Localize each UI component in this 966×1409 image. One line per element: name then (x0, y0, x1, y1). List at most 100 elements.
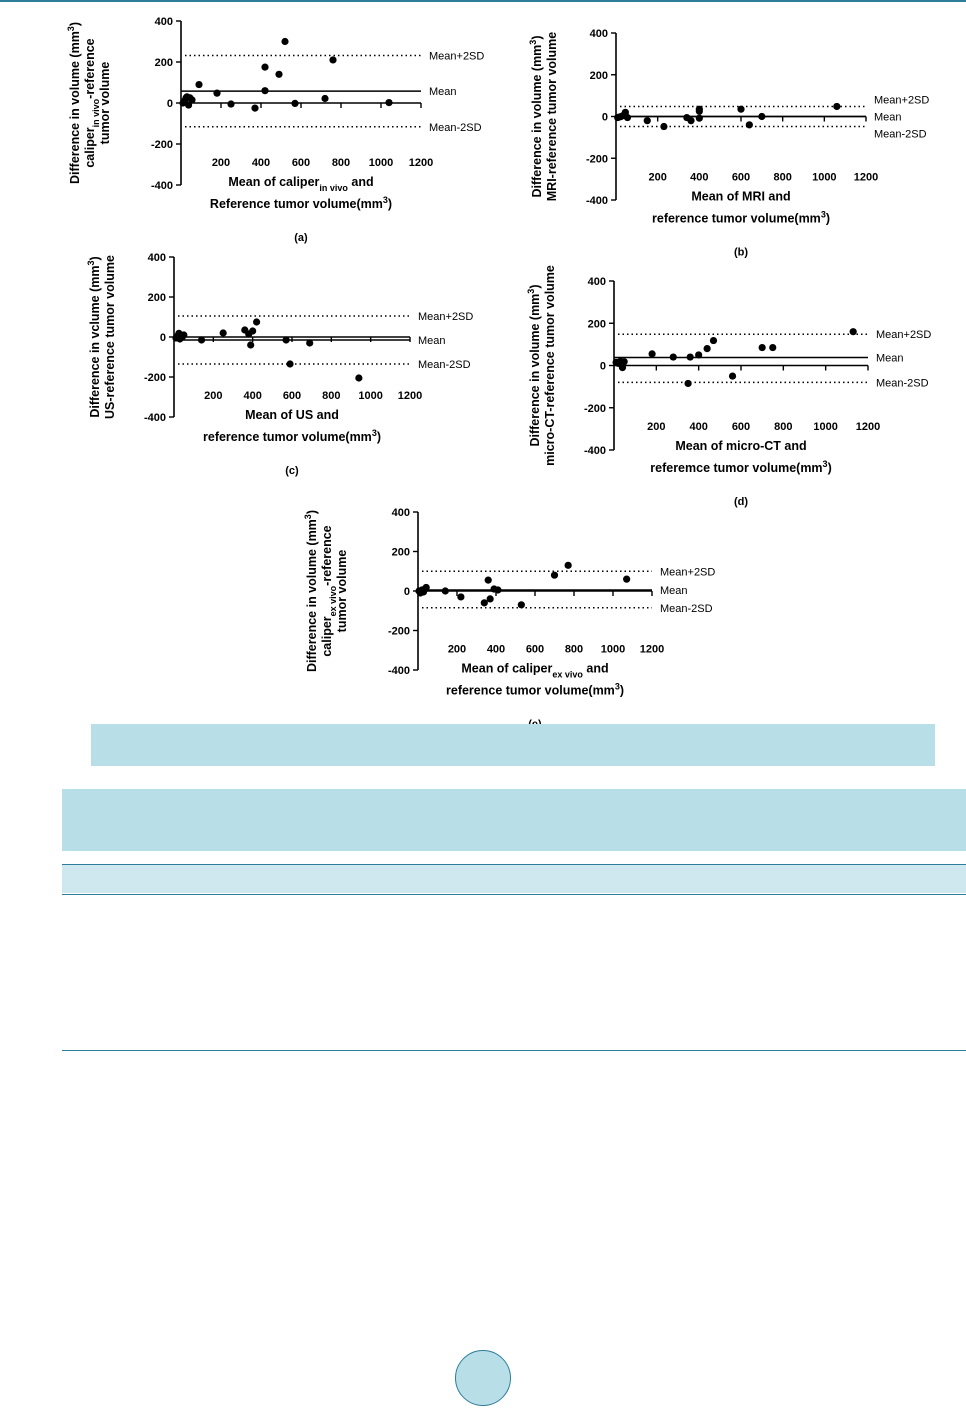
y-tick-label: 0 (602, 112, 608, 124)
y-axis-title: micro-CT-reference tumor volume (543, 265, 557, 466)
data-point (737, 105, 745, 113)
upper-limit-label: Mean+2SD (876, 329, 931, 341)
data-point (253, 318, 261, 326)
table-bottom-rule (62, 1050, 966, 1051)
upper-limit-label: Mean+2SD (660, 566, 715, 578)
x-tick-label: 1200 (856, 421, 880, 433)
table-header-rule (62, 894, 966, 895)
data-point (623, 575, 631, 583)
y-tick-label: -200 (388, 626, 410, 638)
data-point (247, 341, 255, 349)
data-point (441, 587, 449, 595)
data-point (185, 101, 193, 109)
data-point (261, 87, 269, 95)
y-tick-label: 0 (404, 586, 410, 598)
data-point (709, 336, 718, 345)
panel-label: (a) (294, 232, 308, 244)
data-point (195, 80, 203, 89)
data-point (321, 94, 329, 103)
mean-label: Mean (429, 86, 457, 98)
y-tick-label: 0 (160, 332, 166, 344)
x-tick-label: 1000 (601, 644, 625, 656)
y-tick-label: -200 (586, 153, 608, 165)
x-tick-label: 400 (689, 421, 707, 433)
data-point (197, 336, 206, 344)
y-axis-title: US-reference tumor volume (103, 255, 117, 419)
data-point (219, 329, 227, 337)
x-tick-label: 200 (448, 644, 466, 656)
x-tick-label: 600 (732, 171, 750, 183)
x-tick-label: 400 (252, 157, 270, 169)
x-tick-label: 600 (732, 421, 750, 433)
panel-label: (d) (734, 496, 748, 508)
y-axis-title: tumor volume (98, 62, 112, 145)
data-point (306, 339, 314, 347)
x-tick-label: 400 (690, 171, 708, 183)
table-caption-band (62, 789, 966, 851)
mean-label: Mean (874, 112, 902, 124)
y-axis-title: Difference in volume (mm3) (526, 284, 542, 446)
data-point (703, 345, 711, 353)
y-axis-title: caliperin vivo-reference (83, 38, 101, 167)
x-axis-title: Mean of caliperin vivo and (228, 175, 373, 193)
data-point (643, 117, 651, 125)
data-point (261, 63, 269, 71)
data-point (275, 70, 283, 78)
x-axis-title: reference tumor volume(mm3) (203, 428, 381, 444)
data-point (695, 351, 703, 359)
x-tick-label: 200 (648, 171, 666, 183)
upper-limit-label: Mean+2SD (429, 50, 484, 62)
data-point (684, 379, 692, 388)
data-point (758, 343, 766, 352)
y-tick-label: 200 (148, 292, 166, 304)
data-point (695, 105, 703, 113)
lower-limit-label: Mean-2SD (429, 122, 482, 134)
y-tick-label: -400 (388, 665, 410, 677)
y-axis-title: MRI-reference tumor volume (545, 32, 559, 202)
y-tick-label: 400 (588, 276, 606, 288)
x-tick-label: 1000 (358, 390, 382, 402)
x-tick-label: 600 (292, 157, 310, 169)
data-point (550, 571, 559, 579)
y-axis-title: Difference in volume (mm3) (528, 35, 544, 197)
table-top-rule (62, 864, 966, 865)
y-tick-label: 200 (588, 318, 606, 330)
y-tick-label: 0 (600, 361, 606, 373)
data-point (618, 364, 627, 372)
data-point (291, 99, 299, 108)
data-point (517, 601, 525, 609)
x-tick-label: 400 (243, 390, 261, 402)
mean-label: Mean (660, 585, 688, 597)
y-tick-label: 200 (590, 70, 608, 82)
y-tick-label: -200 (584, 403, 606, 415)
x-tick-label: 1200 (398, 390, 422, 402)
x-tick-label: 200 (212, 157, 230, 169)
y-tick-label: 0 (167, 98, 173, 110)
data-point (648, 350, 656, 358)
data-point (282, 336, 290, 344)
lower-limit-label: Mean-2SD (876, 377, 929, 389)
y-tick-label: -400 (144, 412, 166, 424)
x-tick-label: 400 (487, 644, 505, 656)
data-point (564, 561, 572, 569)
x-tick-label: 200 (204, 390, 222, 402)
y-tick-label: 400 (155, 16, 173, 28)
data-point (286, 360, 294, 368)
data-point (484, 576, 492, 584)
y-tick-label: -400 (151, 180, 173, 192)
x-axis-title: referemce tumor volume(mm3) (650, 459, 831, 475)
data-point (849, 328, 857, 336)
lower-limit-label: Mean-2SD (418, 359, 471, 371)
y-tick-label: 200 (155, 57, 173, 69)
x-axis-title: reference tumor volume(mm3) (652, 209, 830, 225)
x-tick-label: 800 (565, 644, 583, 656)
data-point (623, 113, 632, 122)
y-tick-label: -200 (151, 139, 173, 151)
data-point (480, 599, 488, 607)
x-axis-title: Mean of caliperex vivo and (461, 662, 608, 680)
